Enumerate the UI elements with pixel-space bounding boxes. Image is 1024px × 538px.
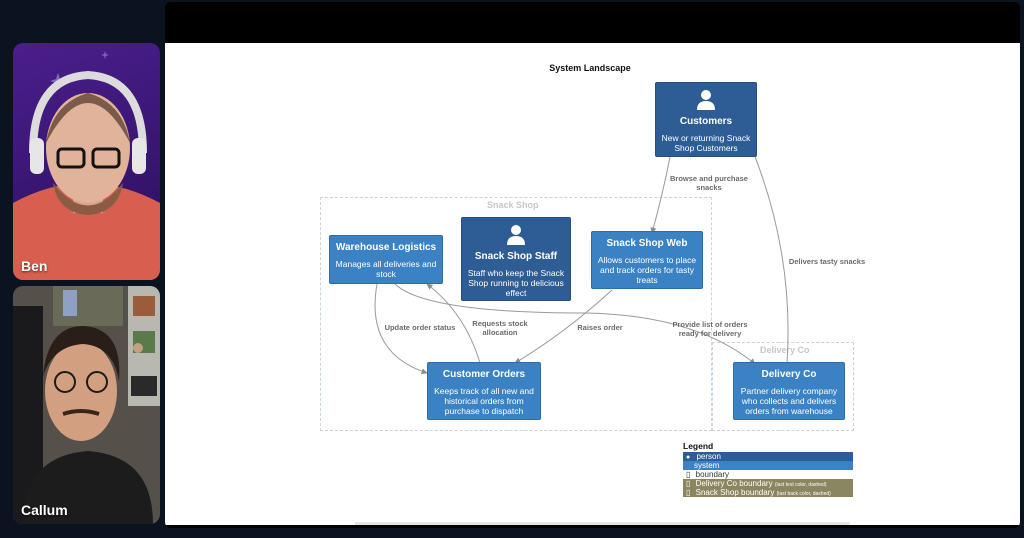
legend-item-person: ● person	[683, 452, 853, 461]
legend-item-system-label: system	[694, 461, 720, 470]
legend-item-system: system	[683, 461, 853, 470]
node-customer-orders-desc: Keeps track of all new and historical or…	[434, 386, 534, 416]
arrow-requests-stock	[426, 283, 481, 364]
legend-item-snack-shop-boundary-note: (last back color, dashed)	[776, 491, 831, 497]
arrow-browse	[650, 156, 671, 234]
relation-label-raises-order: Raises order	[577, 323, 623, 332]
legend-title: Legend	[683, 441, 714, 451]
scroll-indicator[interactable]	[355, 522, 850, 525]
node-warehouse-logistics[interactable]: Warehouse Logistics Manages all deliveri…	[329, 235, 443, 284]
person-icon: ●	[686, 454, 691, 461]
legend-item-boundary-label: boundary	[695, 470, 729, 479]
relation-label-browse: Browse and purchase snacks	[670, 174, 748, 192]
boundary-icon: ▯	[686, 470, 691, 479]
node-snack-shop-staff[interactable]: Snack Shop Staff Staff who keep the Snac…	[461, 217, 571, 301]
legend-item-person-label: person	[696, 452, 721, 461]
participant-video-callum	[13, 286, 160, 524]
diagram-title: System Landscape	[549, 63, 631, 73]
node-customer-orders[interactable]: Customer Orders Keeps track of all new a…	[427, 362, 541, 420]
node-snack-shop-staff-desc: Staff who keep the Snack Shop running to…	[467, 268, 565, 298]
participant-tile-ben[interactable]: Ben	[13, 43, 160, 280]
person-icon	[697, 90, 715, 110]
snack-shop-boundary	[320, 197, 712, 431]
boundary-icon: ▯	[686, 479, 691, 488]
legend-item-snack-shop-boundary-label: Snack Shop boundary	[695, 488, 775, 497]
relation-label-update-status: Update order status	[384, 323, 456, 332]
participant-video-ben	[13, 51, 160, 280]
legend-item-delivery-co-boundary-label: Delivery Co boundary	[695, 479, 773, 488]
shared-screen: System Landscape Snack Shop Delivery Co …	[165, 2, 1020, 528]
node-snack-shop-web-title: Snack Shop Web	[606, 238, 688, 249]
relation-arrows	[374, 127, 789, 375]
arrow-raises-order	[514, 289, 613, 364]
arrow-update-status	[374, 283, 428, 375]
person-icon	[507, 225, 525, 245]
node-delivery-co[interactable]: Delivery Co Partner delivery company who…	[733, 362, 845, 420]
node-warehouse-logistics-title: Warehouse Logistics	[335, 242, 437, 253]
legend-item-delivery-co-boundary: ▯ Delivery Co boundary (last text color,…	[683, 479, 853, 488]
node-delivery-co-desc: Partner delivery company who collects an…	[740, 386, 838, 416]
participant-tile-callum[interactable]: Callum	[13, 286, 160, 524]
legend-item-snack-shop-boundary: ▯ Snack Shop boundary (last back color, …	[683, 488, 853, 497]
node-customers[interactable]: Customers New or returning Snack Shop Cu…	[655, 82, 757, 157]
node-customers-title: Customers	[679, 116, 733, 127]
snack-shop-boundary-label: Snack Shop	[487, 200, 539, 210]
node-snack-shop-web-desc: Allows customers to place and track orde…	[597, 255, 697, 285]
boundary-icon: ▯	[686, 488, 691, 497]
delivery-co-boundary-label: Delivery Co	[760, 345, 810, 355]
arrow-provide-list	[394, 283, 756, 365]
relation-label-requests-stock: Requests stock allocation	[472, 319, 528, 337]
node-warehouse-logistics-desc: Manages all deliveries and stock	[335, 259, 437, 279]
node-customer-orders-title: Customer Orders	[442, 369, 526, 380]
relation-label-delivers: Delivers tasty snacks	[788, 257, 866, 266]
relation-label-provide-list: Provide list of orders ready for deliver…	[672, 320, 748, 338]
diagram-canvas: System Landscape Snack Shop Delivery Co …	[165, 43, 1020, 525]
legend: Legend ● person system ▯ boundary ▯ Deli…	[683, 441, 853, 497]
legend-item-delivery-co-boundary-note: (last text color, dashed)	[774, 482, 827, 488]
legend-item-boundary: ▯ boundary	[683, 470, 853, 479]
node-snack-shop-staff-title: Snack Shop Staff	[474, 251, 558, 262]
node-customers-desc: New or returning Snack Shop Customers	[661, 133, 751, 153]
participant-name-ben: Ben	[21, 258, 48, 274]
delivery-co-boundary	[712, 342, 854, 431]
participant-name-callum: Callum	[21, 502, 68, 518]
node-delivery-co-title: Delivery Co	[761, 369, 817, 380]
node-snack-shop-web[interactable]: Snack Shop Web Allows customers to place…	[591, 231, 703, 289]
